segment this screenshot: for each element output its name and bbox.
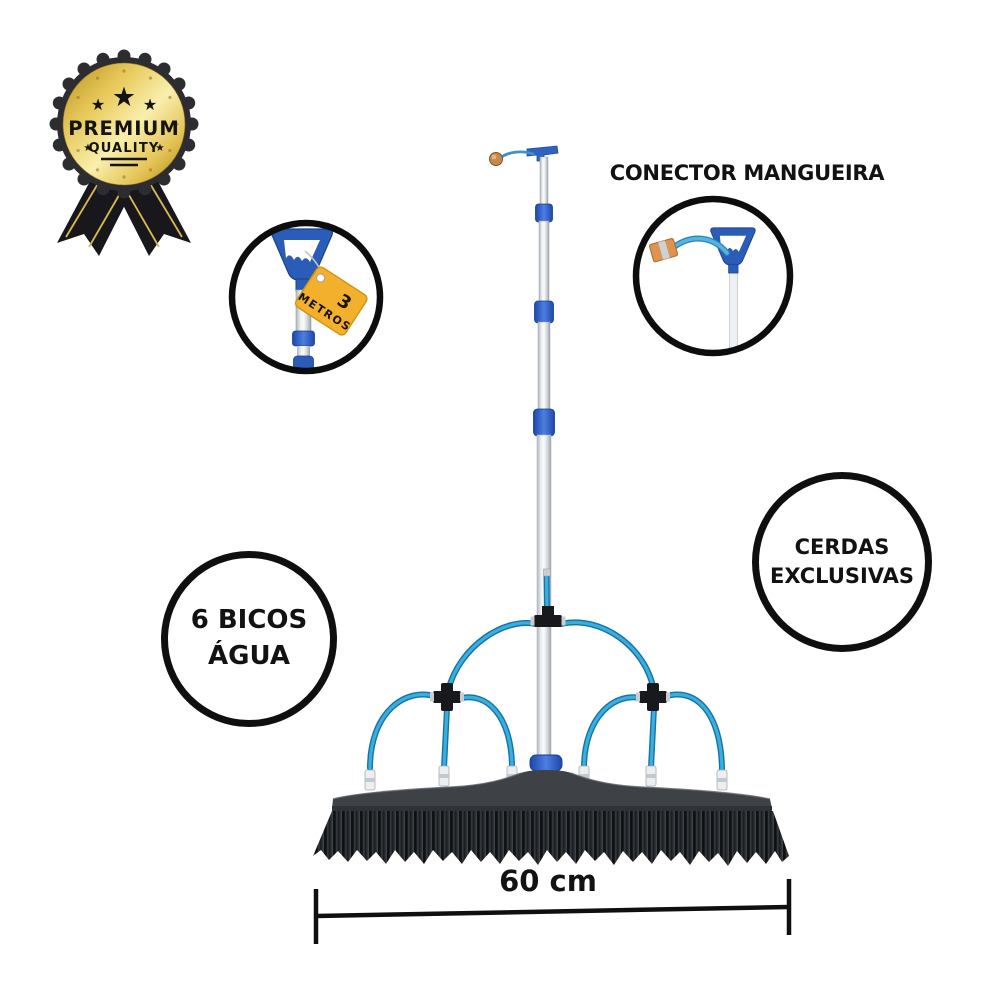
star-icon: ★: [91, 95, 105, 114]
callout-nozzles-line1: 6 BICOS: [190, 605, 308, 636]
badge-subtitle: QUALITY: [88, 141, 159, 156]
star-icon: ★: [155, 142, 164, 154]
callout-exclusive-bristles: CERDAS EXCLUSIVAS: [752, 472, 932, 652]
badge-ribbons: [57, 170, 191, 256]
width-measurement-label: 60 cm: [499, 864, 597, 898]
premium-quality-badge: ★ ★ ★ PREMIUM ★ QUALITY ★: [49, 49, 199, 256]
bristles: [313, 811, 789, 866]
width-dimension-line: [313, 879, 792, 944]
inset-circle-border: [632, 195, 794, 357]
broom-head: [313, 754, 789, 866]
callout-bristles-line1: CERDAS: [794, 535, 890, 560]
handle-grip-icon: [710, 227, 756, 274]
nozzle: [716, 769, 728, 791]
badge-medal: ★ ★ ★ PREMIUM ★ QUALITY ★: [49, 49, 199, 199]
star-icon: ★: [112, 82, 136, 113]
inset-circle-border: [228, 219, 384, 375]
badge-title: PREMIUM: [68, 117, 180, 140]
nozzle: [645, 765, 657, 787]
nozzle: [364, 769, 376, 791]
star-icon: ★: [83, 142, 92, 154]
inset-hose-connector: [632, 195, 794, 357]
pole-top-hose-hook: [489, 145, 559, 166]
star-icon: ★: [143, 95, 157, 114]
hose-quick-connector: [648, 238, 679, 263]
cross-connector-right: [636, 683, 670, 711]
callout-bristles-line2: EXCLUSIVAS: [769, 564, 915, 588]
inset-pole-length: 3 METROS: [228, 219, 384, 375]
broom-product: [313, 145, 792, 944]
tube-clip: [543, 568, 551, 577]
tee-connector: [530, 606, 566, 627]
nozzle: [438, 765, 450, 787]
callout-six-nozzles: 6 BICOS ÁGUA: [161, 551, 337, 727]
telescopic-pole: [533, 156, 555, 758]
callout-nozzles-line2: ÁGUA: [208, 641, 290, 671]
cross-connector-left: [430, 683, 464, 711]
connector-inset-title: CONECTOR MANGUEIRA: [609, 161, 885, 185]
water-tubes: [367, 572, 725, 775]
